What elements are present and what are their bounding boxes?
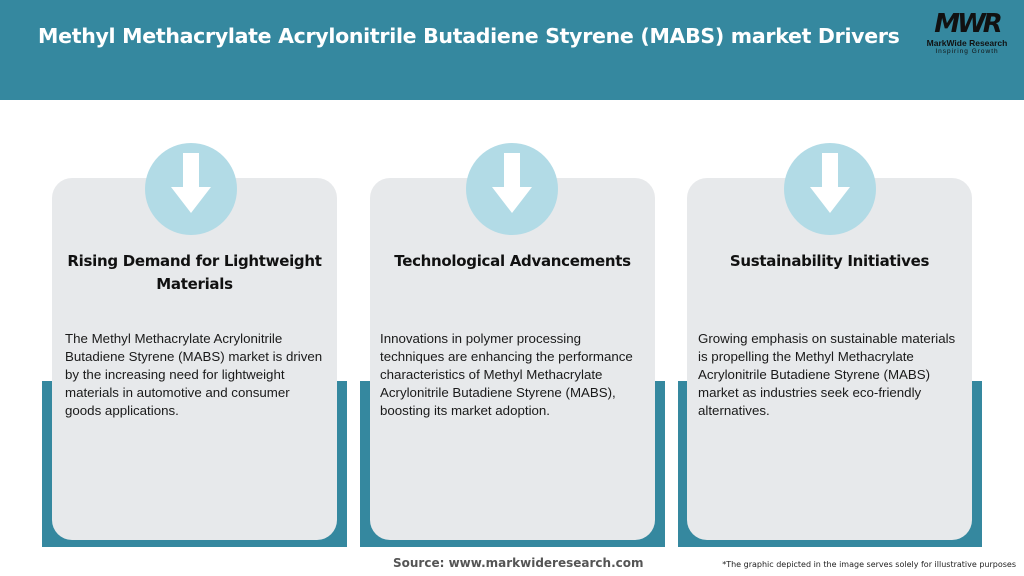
source-credit: Source: www.markwideresearch.com [393,556,644,570]
driver-card: Technological Advancements Innovations i… [370,178,655,540]
card-title: Rising Demand for Lightweight Materials [67,252,322,293]
logo-tagline: Inspiring Growth [935,48,999,55]
card-title: Sustainability Initiatives [729,252,930,270]
arrow-down-icon [145,143,237,235]
card-title: Technological Advancements [394,252,631,270]
logo-name: MarkWide Research [926,38,1008,48]
arrow-down-icon [466,143,558,235]
card-body: The Methyl Methacrylate Acrylonitrile Bu… [65,331,323,418]
disclaimer-note: *The graphic depicted in the image serve… [722,560,1016,569]
card-body: Growing emphasis on sustainable material… [698,331,956,418]
page-title: Methyl Methacrylate Acrylonitrile Butadi… [38,24,900,48]
logo-mark: MWR [934,9,1003,39]
arrow-down-icon [784,143,876,235]
driver-card: Rising Demand for Lightweight Materials … [52,178,337,540]
logo: MWR MarkWide Research Inspiring Growth [922,10,1012,58]
card-body: Innovations in polymer processing techni… [380,331,633,418]
driver-card: Sustainability Initiatives Growing empha… [687,178,972,540]
header-banner: Methyl Methacrylate Acrylonitrile Butadi… [0,0,1024,100]
